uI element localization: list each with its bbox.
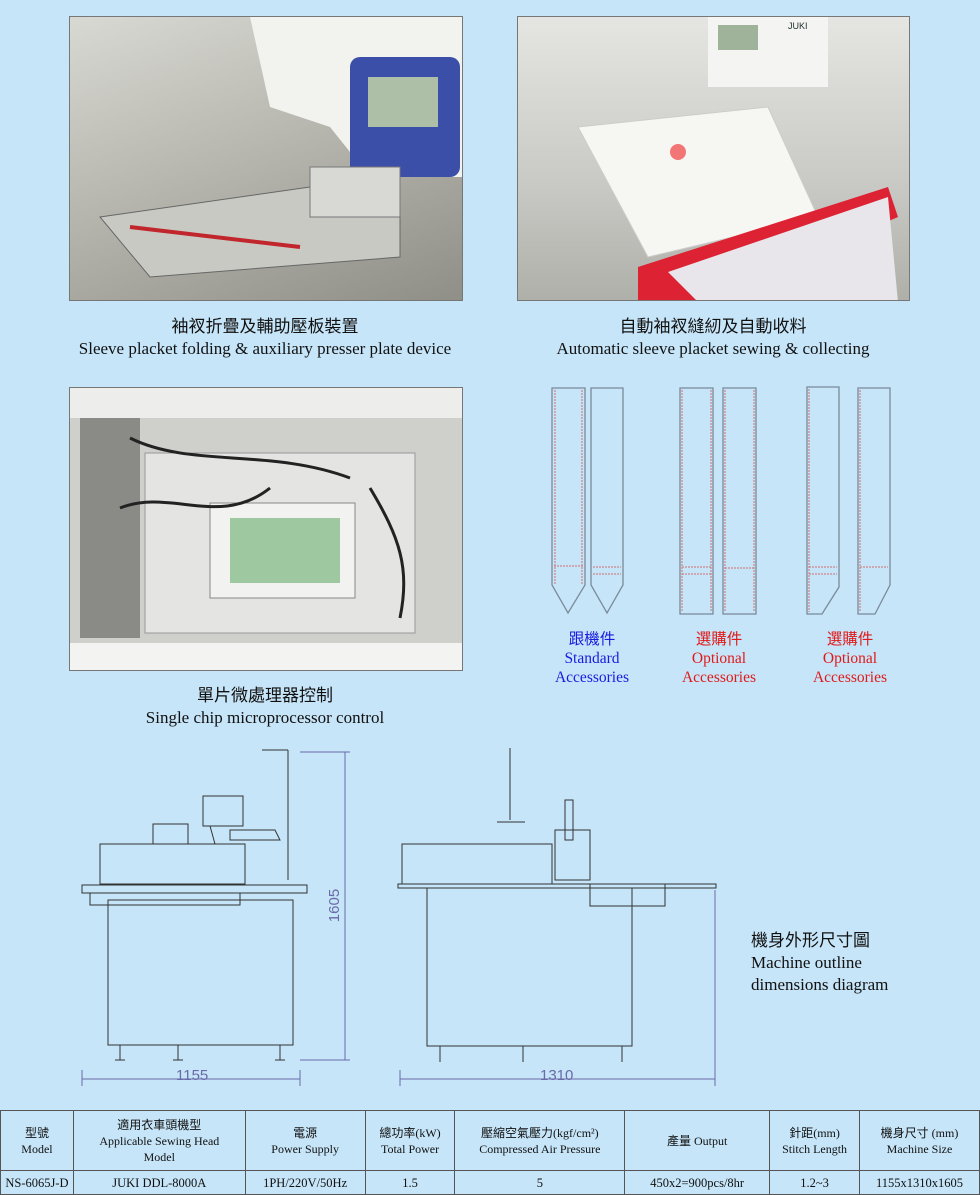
diagram-title: 機身外形尺寸圖 Machine outline dimensions diagr… (751, 930, 888, 996)
sewing-machine-illustration (99, 17, 462, 278)
accessory-optional-1: 選購件 Optional Accessories (659, 630, 779, 687)
accessory-en: Optional (822, 650, 878, 667)
accessory-zh: 選購件 (826, 631, 874, 648)
caption-zh: 自動袖衩縫紉及自動收料 (619, 317, 807, 336)
cell-machine-size: 1155x1310x1605 (859, 1170, 980, 1195)
placket-angled-1 (806, 386, 840, 615)
header-output: 產量 Output (624, 1110, 771, 1171)
diagram-title-en: Machine outline (751, 953, 862, 972)
photo-placket-folding-device (69, 16, 463, 301)
side-view (397, 748, 717, 1062)
header-stitch-length: 針距(mm)Stitch Length (769, 1110, 860, 1171)
table-row: NS-6065J-D JUKI DDL-8000A 1PH/220V/50Hz … (0, 1170, 980, 1195)
cell-power-supply: 1PH/220V/50Hz (244, 1170, 366, 1195)
header-machine-size: 機身尺寸 (mm)Machine Size (859, 1110, 980, 1171)
cell-model: NS-6065J-D (0, 1170, 74, 1195)
dimension-height: 1605 (326, 888, 344, 923)
accessory-zh: 選購件 (695, 631, 743, 648)
caption-photo-1: 袖衩折疊及輔助壓板裝置 Sleeve placket folding & aux… (40, 316, 490, 360)
front-view (81, 749, 308, 1061)
brand-text: JUKI (788, 21, 808, 31)
placket-square-2 (722, 387, 757, 615)
accessory-en: Accessories (681, 669, 757, 686)
diagram-title-en: dimensions diagram (751, 975, 889, 994)
caption-zh: 單片微處理器控制 (197, 686, 333, 705)
control-box-illustration (70, 388, 462, 670)
caption-zh: 袖衩折疊及輔助壓板裝置 (171, 317, 359, 336)
cell-total-power: 1.5 (364, 1170, 456, 1195)
accessory-optional-2: 選購件 Optional Accessories (790, 630, 910, 687)
accessory-en: Standard (564, 650, 620, 667)
photo-control-box (69, 387, 463, 671)
accessory-en: Optional (691, 650, 747, 667)
dimension-depth: 1310 (540, 1067, 574, 1084)
cell-stitch-length: 1.2~3 (769, 1170, 860, 1195)
dimension-width: 1155 (176, 1067, 209, 1084)
accessory-en: Accessories (554, 669, 630, 686)
caption-en: Single chip microprocessor control (145, 708, 385, 727)
machine-with-fabric-illustration: JUKI (577, 17, 898, 300)
machine-outline-drawing (81, 748, 717, 1086)
accessory-standard: 跟機件 Standard Accessories (532, 630, 652, 687)
accessory-en: Accessories (812, 669, 888, 686)
photo-automatic-sewing-collecting: JUKI (517, 16, 910, 301)
diagram-title-zh: 機身外形尺寸圖 (751, 931, 870, 950)
cell-output: 450x2=900pcs/8hr (624, 1170, 771, 1195)
accessory-zh: 跟機件 (568, 631, 616, 648)
header-total-power: 總功率(kW)Total Power (364, 1110, 456, 1171)
placket-pointed-2 (590, 387, 624, 615)
caption-en: Sleeve placket folding & auxiliary press… (78, 339, 452, 358)
placket-shapes (551, 386, 891, 615)
dimension-lines (81, 751, 716, 1086)
placket-pointed-1 (551, 387, 586, 615)
cell-sewing-head: JUKI DDL-8000A (72, 1170, 246, 1195)
header-air-pressure: 壓縮空氣壓力(kgf/cm²)Compressed Air Pressure (454, 1110, 626, 1171)
placket-square-1 (679, 387, 714, 615)
caption-photo-3: 單片微處理器控制 Single chip microprocessor cont… (40, 685, 490, 729)
cell-air-pressure: 5 (454, 1170, 626, 1195)
placket-angled-2 (857, 387, 891, 615)
caption-en: Automatic sleeve placket sewing & collec… (556, 339, 870, 358)
caption-photo-2: 自動袖衩縫紉及自動收料 Automatic sleeve placket sew… (488, 316, 938, 360)
